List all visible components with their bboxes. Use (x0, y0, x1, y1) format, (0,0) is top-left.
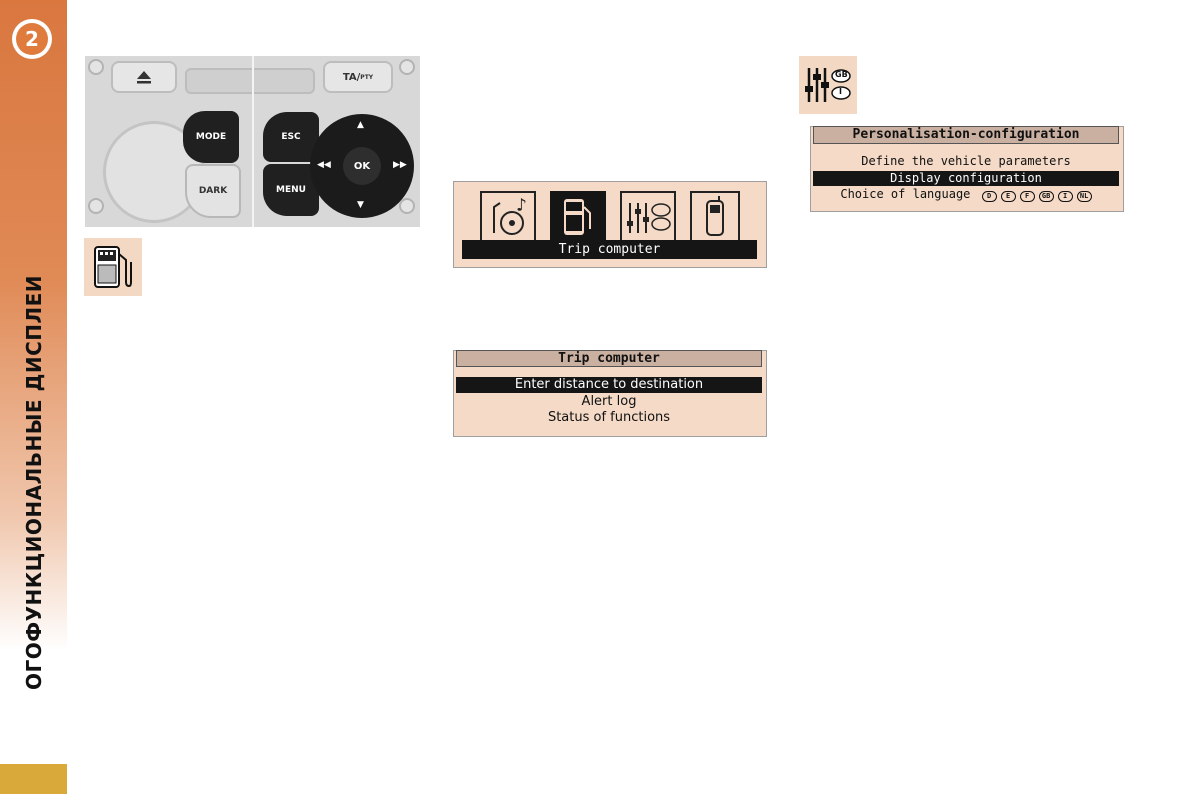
menu-item-vehicle-parameters[interactable]: Define the vehicle parameters (861, 154, 1071, 168)
menu-item-enter-distance[interactable]: Enter distance to destination (456, 377, 762, 393)
menu-item-display-configuration[interactable]: Display configuration (813, 171, 1119, 186)
selected-menu-label: Trip computer (462, 240, 757, 259)
settings-language-icon (805, 68, 851, 102)
chapter-number: 2 (16, 23, 48, 55)
menu-button[interactable]: MENU (263, 164, 319, 216)
language-code-i: I (1057, 191, 1073, 202)
trip-computer-title: Trip computer (456, 350, 762, 367)
trip-computer-icon[interactable] (550, 191, 606, 243)
menu-item-status-functions[interactable]: Status of functions (547, 410, 671, 425)
arrow-down-icon[interactable]: ▼ (357, 200, 364, 210)
fuel-pump-trip-computer-icon (94, 246, 132, 288)
ta-label: TA/ (342, 71, 361, 83)
audio-cd-icon[interactable]: ♪ (480, 191, 536, 243)
main-menu-screen: ♪ Trip computer (453, 181, 767, 268)
personalisation-config-icon[interactable] (620, 191, 676, 243)
dark-button[interactable]: DARK (185, 164, 241, 218)
panel-divider (252, 56, 254, 227)
rewind-icon[interactable]: ◀◀ (317, 160, 331, 170)
ok-button[interactable]: OK (343, 147, 381, 185)
esc-button[interactable]: ESC (263, 112, 319, 162)
screw (88, 59, 104, 75)
screw (399, 198, 415, 214)
side-band (0, 0, 67, 794)
language-code-e: E (1000, 191, 1016, 202)
language-code-gb: GB (1038, 191, 1054, 202)
badge-i: I (839, 87, 842, 96)
eject-button[interactable] (111, 61, 177, 93)
telephone-icon[interactable] (690, 191, 740, 243)
trip-computer-screen: Trip computer Enter distance to destinat… (453, 350, 767, 437)
mode-button[interactable]: MODE (183, 111, 239, 163)
menu-item-alert-log[interactable]: Alert log (581, 394, 637, 409)
choice-language-label: Choice of language (840, 187, 971, 201)
language-code-nl: NL (1076, 191, 1092, 202)
chapter-title: ОГОФУНКЦИОНАЛЬНЫЕ ДИСПЛЕИ (22, 274, 46, 690)
radio-control-panel: TA/PTY MODE DARK ESC MENU ▲ ▼ ◀◀ ▶▶ OK (85, 56, 420, 227)
language-code-d: D (981, 191, 997, 202)
screw (88, 198, 104, 214)
bottom-tab (0, 764, 67, 794)
cd-slot (185, 68, 315, 94)
badge-gb: GB (835, 70, 848, 79)
svg-text:♪: ♪ (516, 195, 527, 216)
trip-icon-box (84, 238, 142, 296)
ta-pty-button[interactable]: TA/PTY (323, 61, 393, 93)
screw (399, 59, 415, 75)
config-icon-box: GB I (799, 56, 857, 114)
pty-label: PTY (360, 73, 374, 81)
fast-forward-icon[interactable]: ▶▶ (393, 160, 407, 170)
personalisation-screen: Personalisation-configuration Define the… (810, 126, 1124, 212)
eject-icon (137, 71, 151, 84)
language-code-f: F (1019, 191, 1035, 202)
personalisation-title: Personalisation-configuration (813, 126, 1119, 144)
chapter-badge: 2 (12, 19, 52, 59)
arrow-up-icon[interactable]: ▲ (357, 120, 364, 130)
